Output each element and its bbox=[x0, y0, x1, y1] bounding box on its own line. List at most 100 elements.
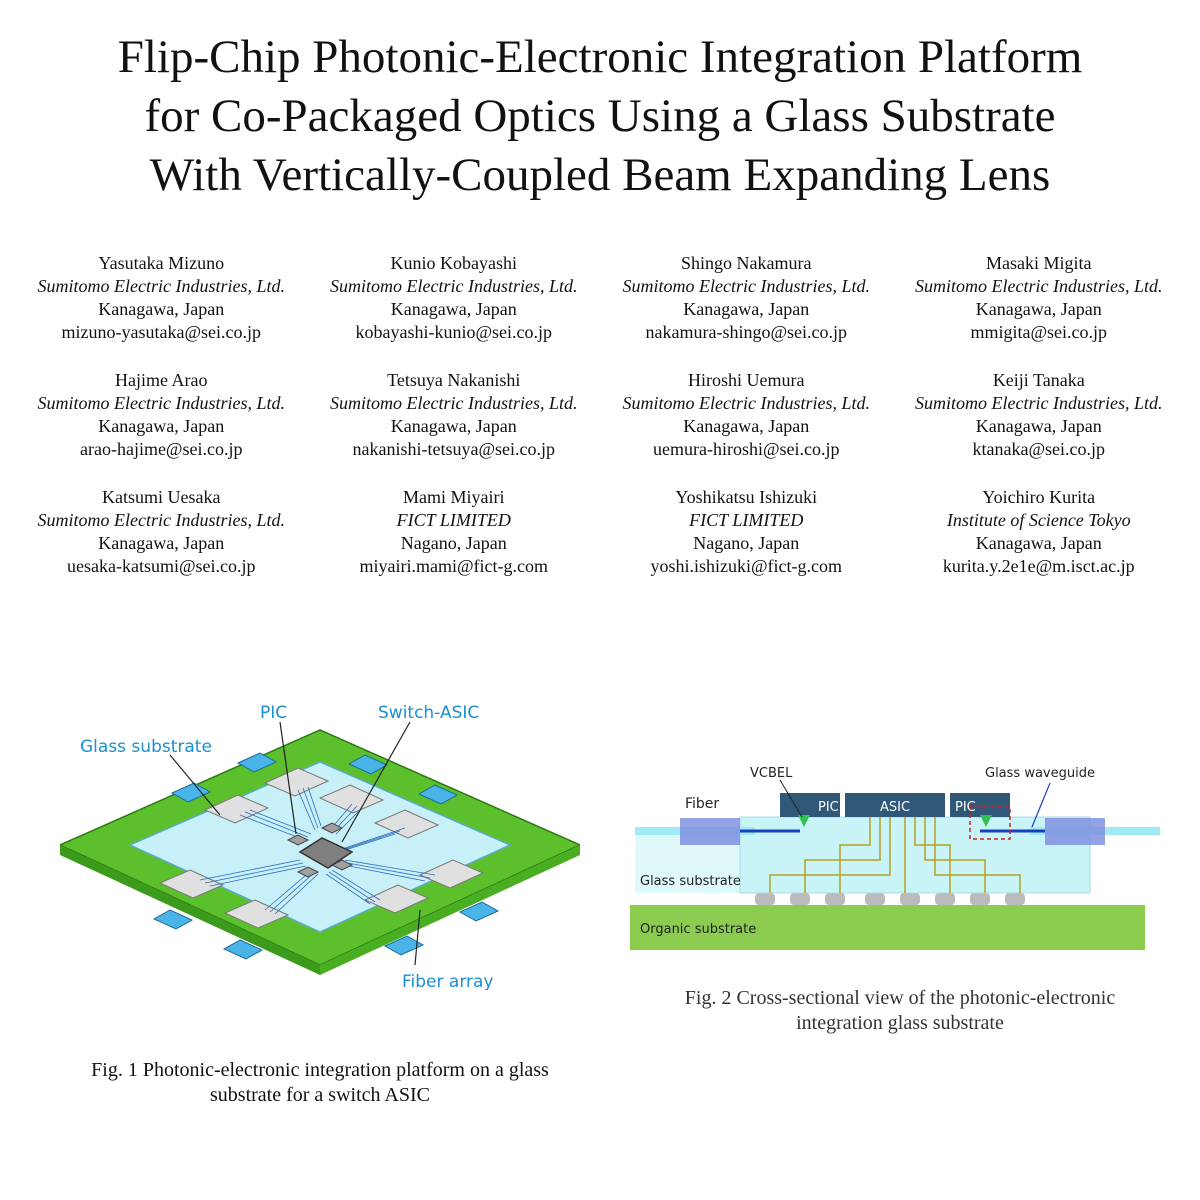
author-affiliation: Sumitomo Electric Industries, Ltd. bbox=[37, 393, 285, 413]
label-asic: ASIC bbox=[880, 800, 910, 815]
author-name: Yoichiro Kurita bbox=[982, 487, 1096, 507]
label-glass-waveguide: Glass waveguide bbox=[985, 766, 1095, 781]
author-affiliation: Sumitomo Electric Industries, Ltd. bbox=[37, 276, 285, 296]
author-location: Kanagawa, Japan bbox=[98, 533, 225, 553]
figure-2-caption-line-2: integration glass substrate bbox=[796, 1012, 1004, 1034]
author-affiliation: Sumitomo Electric Industries, Ltd. bbox=[330, 393, 578, 413]
author-affiliation: Sumitomo Electric Industries, Ltd. bbox=[330, 276, 578, 296]
author-affiliation: Sumitomo Electric Industries, Ltd. bbox=[622, 276, 870, 296]
title-line-2: for Co-Packaged Optics Using a Glass Sub… bbox=[144, 90, 1056, 142]
highlight-box bbox=[969, 806, 1011, 840]
author-affiliation: Institute of Science Tokyo bbox=[946, 510, 1131, 530]
fiber-connector-right bbox=[1045, 818, 1105, 845]
figure-1-caption-line-2: substrate for a switch ASIC bbox=[210, 1084, 430, 1106]
author-affiliation: FICT LIMITED bbox=[689, 510, 804, 530]
vcbel-left bbox=[798, 815, 810, 827]
label-glass-substrate: Glass substrate bbox=[80, 737, 212, 757]
author-name: Kunio Kobayashi bbox=[390, 253, 517, 273]
author-affiliation: Sumitomo Electric Industries, Ltd. bbox=[915, 393, 1163, 413]
author-email[interactable]: kurita.y.2e1e@m.isct.ac.jp bbox=[942, 556, 1135, 576]
bumps bbox=[755, 893, 1025, 905]
pic-blocks bbox=[158, 767, 485, 929]
asic-chip bbox=[845, 793, 945, 817]
switch-asic-die bbox=[298, 837, 354, 869]
leader-waveguide bbox=[1031, 782, 1051, 828]
organic-board-edge bbox=[60, 845, 320, 975]
author-name: Hiroshi Uemura bbox=[688, 370, 805, 390]
label-pic: PIC bbox=[260, 703, 287, 723]
author-email[interactable]: nakamura-shingo@sei.co.jp bbox=[645, 322, 848, 342]
author-name: Katsumi Uesaka bbox=[102, 487, 221, 507]
author-email[interactable]: mmigita@sei.co.jp bbox=[970, 322, 1108, 342]
author-name: Masaki Migita bbox=[986, 253, 1092, 273]
author-email[interactable]: nakanishi-tetsuya@sei.co.jp bbox=[352, 439, 556, 459]
author-location: Kanagawa, Japan bbox=[98, 416, 225, 436]
author-location: Kanagawa, Japan bbox=[390, 299, 517, 319]
author-email[interactable]: miyairi.mami@fict-g.com bbox=[359, 556, 549, 576]
figure-2-caption-line-1: Fig. 2 Cross-sectional view of the photo… bbox=[684, 987, 1116, 1009]
author-email[interactable]: yoshi.ishizuki@fict-g.com bbox=[650, 556, 843, 576]
figure-2: VCBEL Glass waveguide Fiber PIC ASIC PIC… bbox=[630, 766, 1160, 950]
leader-vcbel bbox=[779, 779, 803, 818]
author-email[interactable]: arao-hajime@sei.co.jp bbox=[79, 439, 243, 459]
fiber-arrays bbox=[152, 752, 500, 960]
author-location: Kanagawa, Japan bbox=[975, 299, 1102, 319]
leader-lines bbox=[169, 721, 421, 966]
author-name: Hajime Arao bbox=[115, 370, 208, 390]
fiber-connector-left bbox=[680, 818, 740, 845]
pic-right-chip bbox=[950, 793, 1010, 817]
author-affiliation: Sumitomo Electric Industries, Ltd. bbox=[37, 510, 285, 530]
figure-1: PIC Switch-ASIC Glass substrate Fiber ar… bbox=[60, 703, 580, 990]
pic-dies bbox=[286, 822, 354, 878]
author-email[interactable]: uesaka-katsumi@sei.co.jp bbox=[66, 556, 256, 576]
author-affiliation: FICT LIMITED bbox=[396, 510, 511, 530]
author-name: Mami Miyairi bbox=[403, 487, 505, 507]
author-email[interactable]: uemura-hiroshi@sei.co.jp bbox=[652, 439, 840, 459]
author-location: Nagano, Japan bbox=[693, 533, 800, 553]
wiring bbox=[199, 786, 436, 915]
label-fiber: Fiber bbox=[685, 796, 719, 812]
author-location: Kanagawa, Japan bbox=[683, 416, 810, 436]
author-email[interactable]: kobayashi-kunio@sei.co.jp bbox=[355, 322, 553, 342]
routing bbox=[769, 817, 1021, 893]
author-location: Kanagawa, Japan bbox=[98, 299, 225, 319]
label-pic-right: PIC bbox=[955, 800, 976, 815]
title-line-3: With Vertically-Coupled Beam Expanding L… bbox=[149, 149, 1051, 201]
label-pic-left: PIC bbox=[818, 800, 839, 815]
label-fiber-array: Fiber array bbox=[402, 972, 493, 990]
author-location: Kanagawa, Japan bbox=[975, 533, 1102, 553]
figure-1-caption: Fig. 1 Photonic-electronic integration p… bbox=[40, 1058, 600, 1108]
author-name: Shingo Nakamura bbox=[681, 253, 812, 273]
label-switch-asic: Switch-ASIC bbox=[378, 703, 479, 723]
figure-2-caption: Fig. 2 Cross-sectional view of the photo… bbox=[630, 986, 1170, 1036]
author-email[interactable]: mizuno-yasutaka@sei.co.jp bbox=[61, 322, 262, 342]
paper-title: Flip-Chip Photonic-Electronic Integratio… bbox=[0, 28, 1200, 205]
author-location: Kanagawa, Japan bbox=[683, 299, 810, 319]
author-email[interactable]: ktanaka@sei.co.jp bbox=[972, 439, 1106, 459]
author-name: Tetsuya Nakanishi bbox=[387, 370, 521, 390]
title-line-1: Flip-Chip Photonic-Electronic Integratio… bbox=[117, 31, 1083, 83]
author-location: Kanagawa, Japan bbox=[975, 416, 1102, 436]
label-glass-substrate-fig2: Glass substrate bbox=[640, 874, 741, 889]
author-name: Keiji Tanaka bbox=[992, 370, 1085, 390]
author-name: Yoshikatsu Ishizuki bbox=[675, 487, 818, 507]
author-name: Yasutaka Mizuno bbox=[98, 253, 225, 273]
author-location: Kanagawa, Japan bbox=[390, 416, 517, 436]
figure-1-caption-line-1: Fig. 1 Photonic-electronic integration p… bbox=[91, 1059, 549, 1081]
label-organic-substrate: Organic substrate bbox=[640, 922, 756, 937]
author-affiliation: Sumitomo Electric Industries, Ltd. bbox=[915, 276, 1163, 296]
vcbel-right bbox=[980, 815, 992, 827]
author-location: Nagano, Japan bbox=[400, 533, 507, 553]
